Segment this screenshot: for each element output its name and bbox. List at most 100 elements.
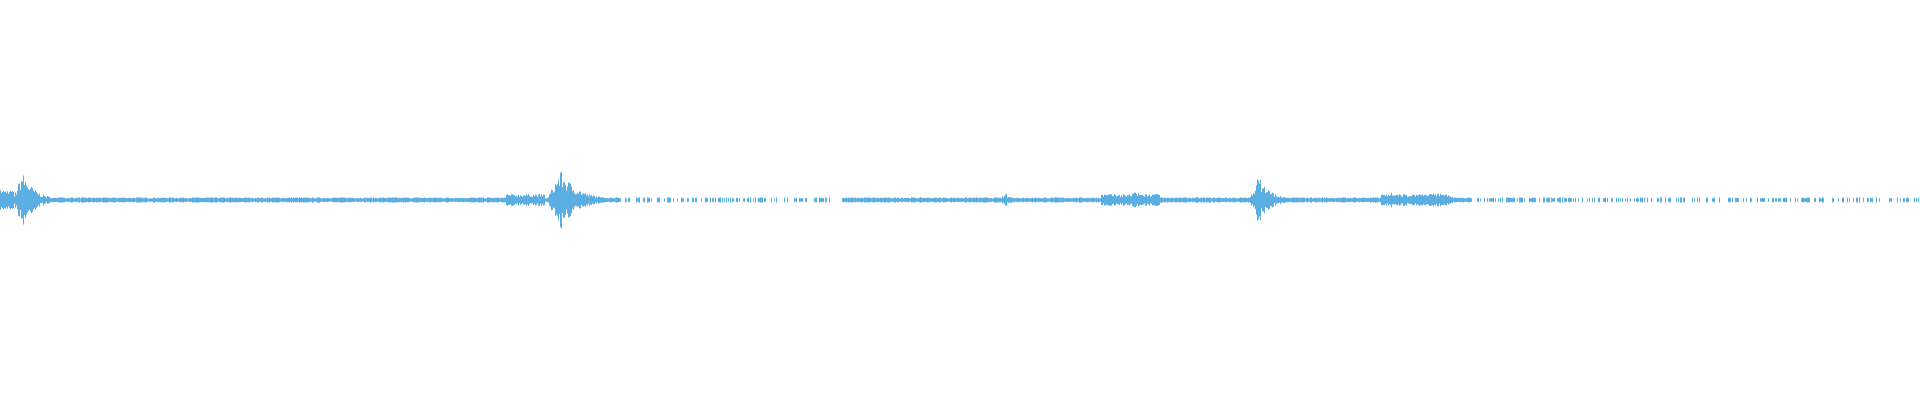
waveform-sample [376,198,377,202]
waveform-sample [1314,198,1315,202]
waveform-sample [658,197,659,203]
waveform-sample [981,198,982,202]
waveform-sample [1202,198,1203,202]
waveform-sample [1261,192,1262,209]
waveform-sample [584,194,585,206]
waveform-sample [288,197,289,203]
waveform-sample [923,198,924,203]
waveform-sample [826,197,827,203]
waveform-sample [1890,198,1891,202]
waveform-sample [964,198,965,202]
waveform-sample [1177,197,1178,203]
waveform-sample [65,198,66,202]
waveform-sample [1257,179,1258,221]
waveform-sample [1411,196,1412,204]
waveform-sample [1200,197,1201,203]
waveform-sample [856,198,857,202]
waveform-sample [973,197,974,203]
waveform-sample [38,195,39,205]
waveform-sample [489,197,490,203]
waveform-sample [1435,194,1436,206]
waveform-sample [1487,197,1488,203]
waveform-sample [1051,197,1052,203]
waveform-sample [1125,196,1126,204]
waveform-sample [939,197,940,203]
waveform-sample [308,198,309,202]
waveform-sample [1102,194,1103,205]
waveform-sample [39,193,40,207]
waveform-sample [1342,197,1343,203]
waveform-sample [1571,198,1572,202]
waveform-sample [1373,197,1374,203]
waveform-sample [1109,194,1110,206]
waveform-sample [1554,198,1555,202]
waveform-sample [1820,198,1821,202]
waveform-sample [1676,197,1677,203]
waveform-sample [959,198,960,202]
waveform-sample [719,197,720,203]
waveform-sample [744,198,745,202]
waveform-sample [1323,198,1324,202]
waveform-sample [1414,195,1415,205]
waveform-sample [431,198,432,202]
waveform-sample [487,197,488,203]
waveform-sample [492,197,493,203]
waveform-sample [92,198,93,202]
waveform-sample [232,197,233,203]
waveform-sample [1432,194,1433,206]
waveform-sample [1240,197,1241,203]
waveform-sample [1907,197,1908,203]
waveform-sample [1382,194,1383,206]
waveform-sample [314,198,315,202]
waveform-sample [1449,196,1450,204]
waveform-sample [356,198,357,202]
waveform-sample [418,197,419,203]
waveform-sample [1337,197,1338,203]
waveform-sample [761,197,762,203]
waveform-sample [218,198,219,202]
waveform-sample [1142,195,1143,205]
waveform-sample [1313,198,1314,202]
waveform-sample [461,198,462,202]
waveform-sample [484,198,485,202]
waveform-sample [1328,198,1329,202]
waveform-sample [961,198,962,202]
waveform-sample [1814,198,1815,202]
waveform-sample [1163,198,1164,202]
waveform-sample [821,197,822,203]
waveform-sample [435,197,436,203]
waveform-sample [1071,198,1072,202]
waveform-sample [482,198,483,202]
waveform-sample [1238,198,1239,202]
waveform-sample [1168,198,1169,203]
waveform-sample [1421,195,1422,205]
waveform-sample [1661,197,1662,203]
waveform-sample [842,198,843,202]
waveform-sample [348,197,349,203]
waveform-sample [1889,198,1890,202]
waveform-sample [537,197,538,204]
waveform-sample [1127,195,1128,205]
waveform-sample [899,198,900,202]
waveform-sample [485,198,486,202]
waveform-sample [1469,197,1470,203]
waveform-sample [151,198,152,202]
waveform-sample [62,197,63,203]
waveform-sample [1152,194,1153,206]
waveform-sample [1575,197,1576,203]
waveform-sample [1252,195,1253,205]
waveform-sample [843,198,844,202]
waveform-sample [848,197,849,203]
waveform-sample [127,198,128,202]
waveform-sample [1067,198,1068,202]
waveform-sample [614,198,615,202]
waveform-sample [1104,194,1105,206]
waveform-sample [739,198,740,202]
waveform-sample [1446,194,1447,206]
waveform-sample [181,197,182,203]
waveform-sample [1039,198,1040,202]
waveform-sample [1408,196,1409,204]
waveform-sample [224,197,225,203]
waveform-sample [1416,195,1417,206]
